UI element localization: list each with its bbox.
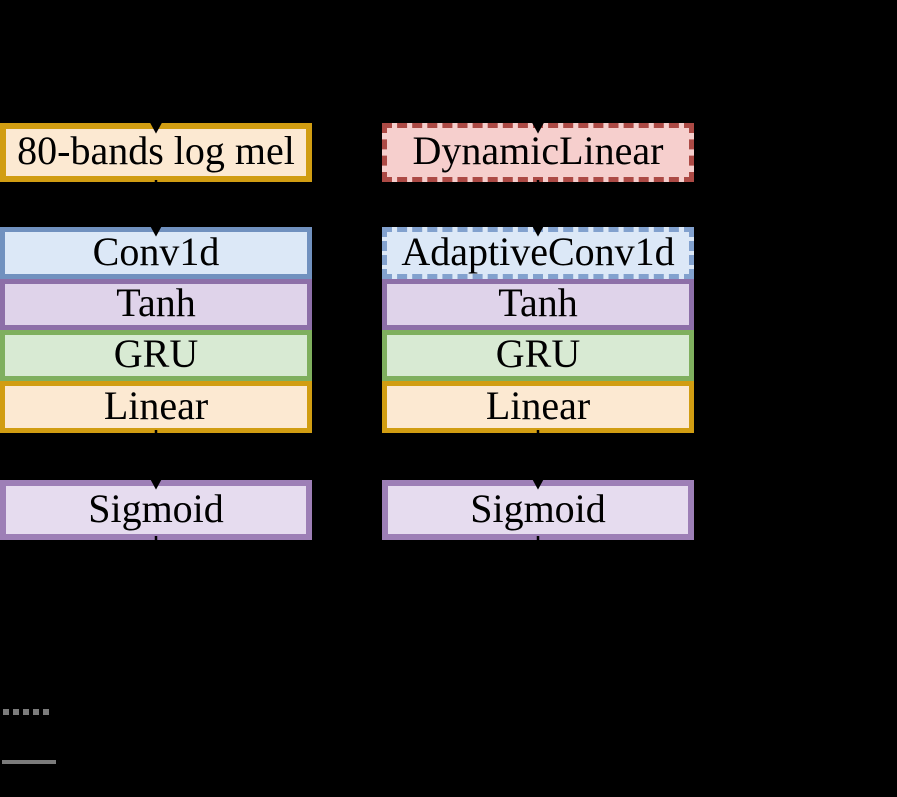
box-dynamiclinear: DynamicLinear — [382, 123, 694, 182]
box-sigmoid-right: Sigmoid — [382, 480, 694, 540]
box-tanh-right-label: Tanh — [498, 280, 578, 325]
box-linear-left-label: Linear — [103, 382, 209, 428]
box-tanh-right: Tanh — [382, 279, 694, 330]
box-conv1d: Conv1d — [0, 227, 312, 279]
box-tanh-left-label: Tanh — [116, 280, 196, 325]
arrowhead-icon — [529, 561, 547, 577]
box-dynamiclinear-label: DynamicLinear — [412, 128, 664, 173]
box-gru-left: GRU — [0, 330, 312, 381]
box-linear-right-label: Linear — [485, 382, 591, 428]
legend-dashed-line-swatch — [3, 709, 49, 715]
legend-solid-line-swatch — [2, 760, 56, 764]
box-sigmoid-left: Sigmoid — [0, 480, 312, 540]
box-gru-left-label: GRU — [113, 331, 199, 376]
box-adaptiveconv1d-label: AdaptiveConv1d — [401, 228, 675, 274]
box-tanh-left: Tanh — [0, 279, 312, 330]
box-sigmoid-left-label: Sigmoid — [88, 485, 224, 531]
box-sigmoid-right-label: Sigmoid — [470, 485, 606, 531]
box-gru-right-label: GRU — [495, 331, 581, 376]
box-adaptiveconv1d: AdaptiveConv1d — [382, 227, 694, 279]
box-gru-right: GRU — [382, 330, 694, 381]
box-linear-right: Linear — [382, 381, 694, 433]
box-80-bands-log-mel: 80-bands log mel — [0, 123, 312, 182]
arrowhead-icon — [147, 561, 165, 577]
box-80-bands-log-mel-label: 80-bands log mel — [17, 128, 295, 173]
box-conv1d-label: Conv1d — [92, 228, 220, 274]
box-linear-left: Linear — [0, 381, 312, 433]
